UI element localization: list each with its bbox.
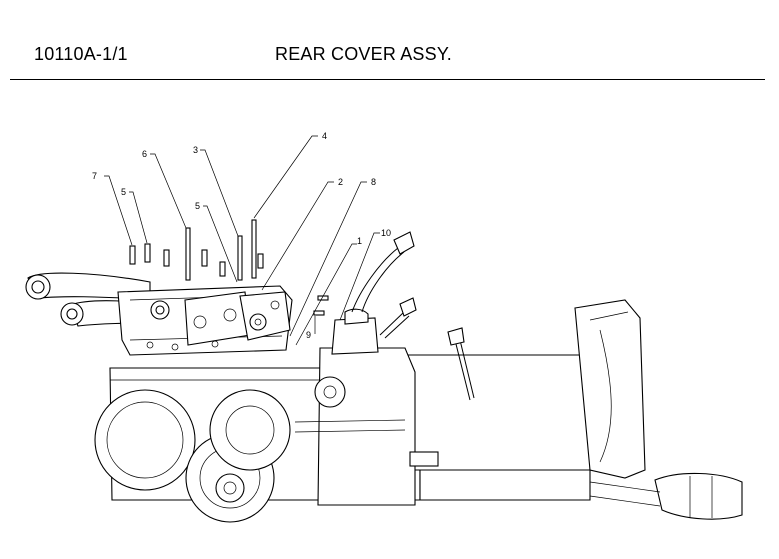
transmission-housing (94, 231, 743, 523)
page-title: REAR COVER ASSY. (275, 44, 452, 64)
callout-6: 6 (142, 149, 147, 159)
callout-4: 4 (322, 131, 327, 141)
callout-9: 9 (306, 330, 311, 340)
callout-10: 10 (381, 228, 391, 238)
part-number: 10110A-1/1 (34, 44, 128, 64)
callout-5-right: 5 (195, 201, 200, 211)
callout-2: 2 (338, 177, 343, 187)
header-divider (10, 79, 765, 80)
callout-1: 1 (357, 236, 362, 246)
rear-cover-upper-assembly (25, 272, 293, 356)
callout-3: 3 (193, 145, 198, 155)
callout-8: 8 (371, 177, 376, 187)
exploded-bolts (129, 219, 329, 316)
callouts: 7 5 6 5 3 4 2 8 1 10 9 (92, 131, 391, 346)
callout-5-left: 5 (121, 187, 126, 197)
callout-7: 7 (92, 171, 97, 181)
